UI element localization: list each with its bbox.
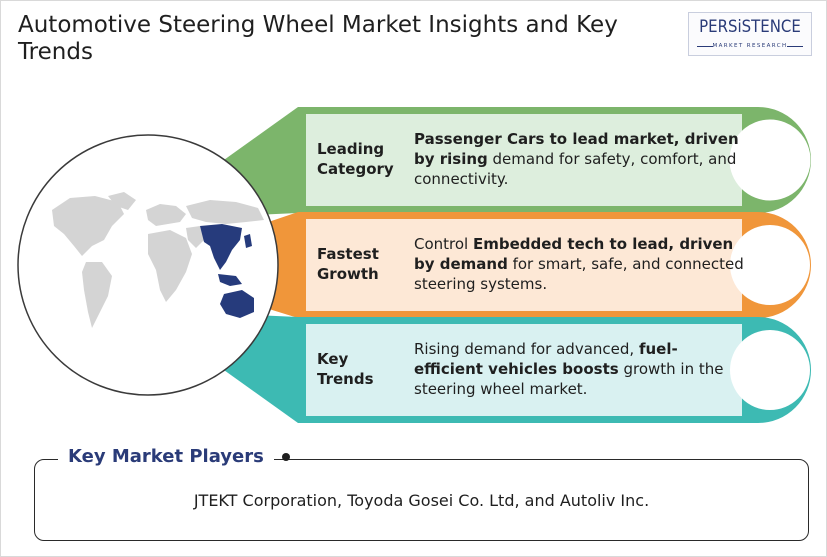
key-trends-desc-pre: Rising demand for advanced, xyxy=(414,340,639,358)
fastest-growth-desc-bold: Embedded tech to lead, driven by demand xyxy=(414,235,734,273)
key-trends-desc-bold: fuel-efficient vehicles boosts xyxy=(414,340,678,378)
leading-category-description: Passenger Cars to lead market, driven by… xyxy=(414,129,744,189)
logo-rule-right xyxy=(787,46,803,47)
persistence-logo: PERSiSTENCE MARKET RESEARCH xyxy=(688,12,812,56)
logo-tagline: MARKET RESEARCH xyxy=(712,43,788,49)
players-title-bullet-right xyxy=(282,453,290,461)
logo-rule-left xyxy=(697,46,713,47)
logo-wordmark: PERSiSTENCE xyxy=(699,17,801,37)
fastest-growth-desc-pre: Control xyxy=(414,235,473,253)
ribbon-fastest-growth xyxy=(150,212,811,318)
leading-category-desc-bold: Passenger Cars to lead market, driven by… xyxy=(414,130,739,168)
fastest-growth-label: Fastest Growth xyxy=(317,245,379,283)
leading-category-label: Leading Category xyxy=(317,140,394,178)
key-trends-description: Rising demand for advanced, fuel-efficie… xyxy=(414,339,744,399)
ribbon-leading-category xyxy=(140,107,811,220)
fastest-growth-description: Control Embedded tech to lead, driven by… xyxy=(414,234,744,294)
key-market-players-box xyxy=(34,459,809,541)
leading-category-desc-rest: demand for safety, comfort, and connecti… xyxy=(414,150,737,188)
fastest-growth-desc-rest: for smart, safe, and connected steering … xyxy=(414,255,744,293)
key-market-players-title: Key Market Players xyxy=(58,445,274,469)
key-market-players-list: JTEKT Corporation, Toyoda Gosei Co. Ltd,… xyxy=(193,491,650,510)
page-title: Automotive Steering Wheel Market Insight… xyxy=(18,12,618,65)
key-trends-desc-rest: growth in the steering wheel market. xyxy=(414,360,724,398)
world-map-icon xyxy=(17,134,279,396)
key-trends-label: Key Trends xyxy=(317,350,374,388)
ribbon-key-trends xyxy=(140,310,811,423)
